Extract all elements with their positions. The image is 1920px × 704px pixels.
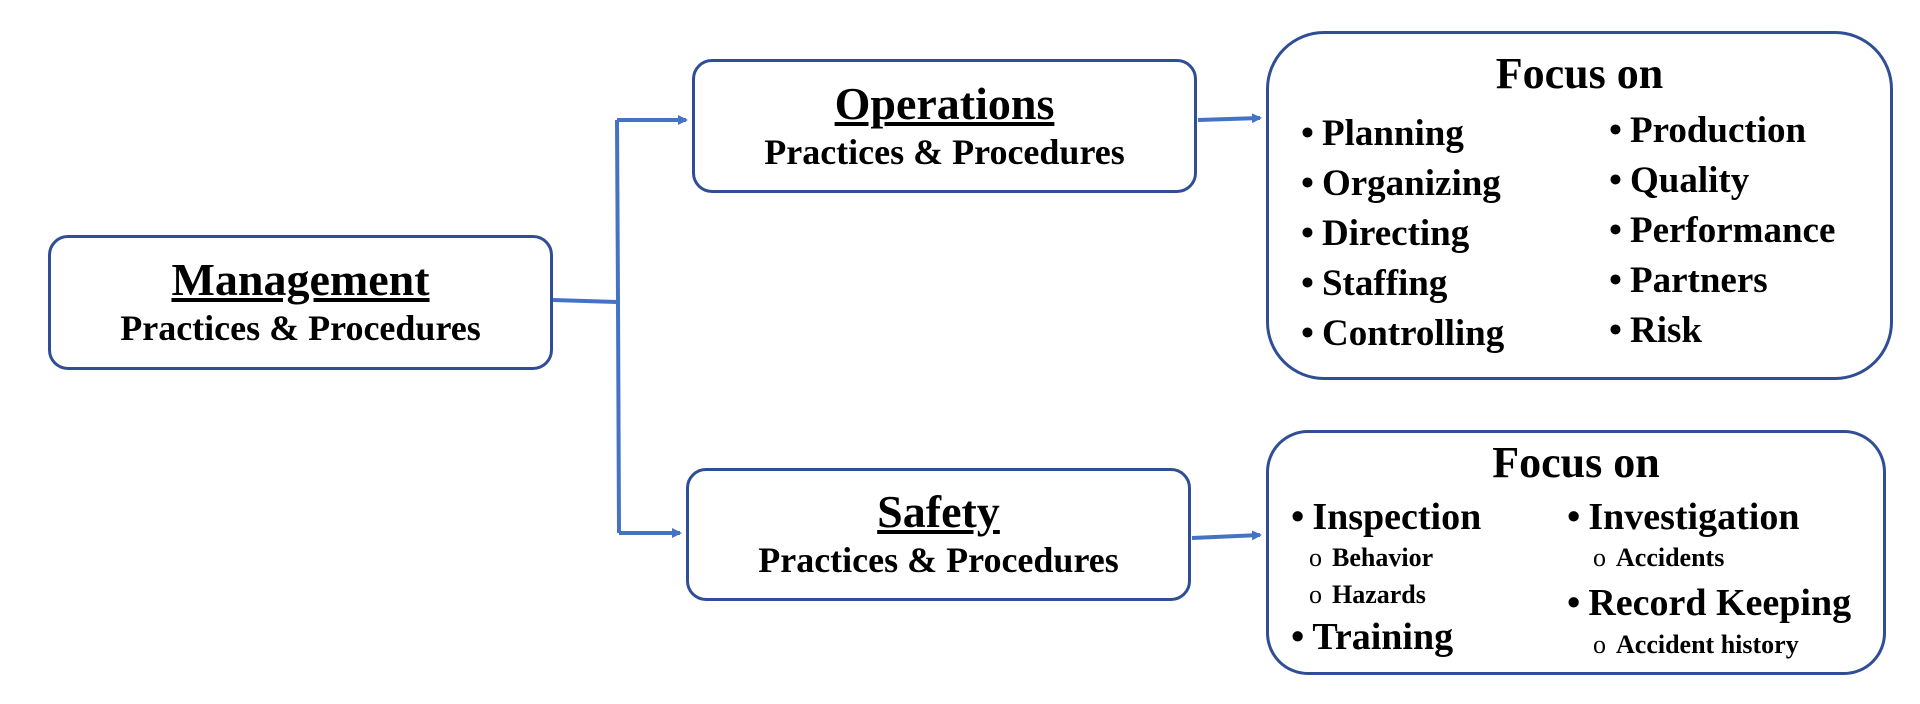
bullet-icon: • — [1609, 260, 1622, 301]
training-item: •Training — [1291, 616, 1454, 658]
management-box: Management Practices & Procedures — [48, 235, 553, 370]
bullet-icon: • — [1609, 160, 1622, 201]
arrow-to-safety-focus — [1191, 530, 1262, 541]
bullet-icon: • — [1301, 213, 1314, 254]
record-keeping-item: •Record Keeping — [1567, 582, 1852, 624]
operations-focus-box: Focus on •Planning •Organizing •Directin… — [1266, 31, 1893, 380]
safety-box: Safety Practices & Procedures — [686, 468, 1191, 601]
management-subtitle: Practices & Procedures — [120, 308, 481, 349]
safety-subtitle: Practices & Procedures — [758, 540, 1119, 581]
bullet-icon: • — [1291, 616, 1305, 658]
bullet-icon: • — [1291, 496, 1305, 538]
list-item: •Partners — [1609, 260, 1768, 301]
operations-focus-right-list: •Production •Quality •Performance •Partn… — [1609, 106, 1835, 356]
circle-bullet-icon: o — [1593, 543, 1606, 572]
management-title: Management — [171, 254, 430, 306]
list-item: •Risk — [1609, 310, 1702, 351]
list-item: •Directing — [1301, 213, 1470, 254]
bullet-icon: • — [1301, 313, 1314, 354]
list-item: •Performance — [1609, 210, 1836, 251]
investigation-item: •Investigation — [1567, 496, 1800, 538]
bullet-icon: • — [1567, 582, 1581, 624]
list-item: •Controlling — [1301, 313, 1505, 354]
list-item: •Organizing — [1301, 163, 1501, 204]
circle-bullet-icon: o — [1309, 580, 1322, 609]
bullet-icon: • — [1609, 210, 1622, 251]
operations-subtitle: Practices & Procedures — [764, 131, 1125, 172]
list-item: •Planning — [1301, 113, 1464, 154]
bullet-icon: • — [1609, 310, 1622, 351]
bullet-icon: • — [1301, 263, 1314, 304]
management-branch-line — [552, 298, 618, 304]
inspection-item: •Inspection — [1291, 496, 1482, 538]
bullet-icon: • — [1301, 163, 1314, 204]
list-item: •Quality — [1609, 160, 1750, 201]
safety-focus-title: Focus on — [1492, 438, 1660, 487]
safety-title: Safety — [877, 486, 1000, 538]
circle-bullet-icon: o — [1309, 543, 1322, 572]
operations-title: Operations — [834, 77, 1055, 129]
bullet-icon: • — [1609, 110, 1622, 151]
bullet-icon: • — [1301, 113, 1314, 154]
list-item: •Production — [1609, 110, 1807, 151]
arrow-to-operations-focus — [1197, 113, 1262, 124]
circle-bullet-icon: o — [1593, 630, 1606, 659]
operations-box: Operations Practices & Procedures — [692, 59, 1197, 193]
operations-focus-left-list: •Planning •Organizing •Directing •Staffi… — [1301, 109, 1504, 359]
operations-focus-title: Focus on — [1495, 49, 1664, 98]
trunk-line — [615, 119, 621, 534]
bullet-icon: • — [1567, 496, 1581, 538]
list-item: •Staffing — [1301, 263, 1448, 304]
